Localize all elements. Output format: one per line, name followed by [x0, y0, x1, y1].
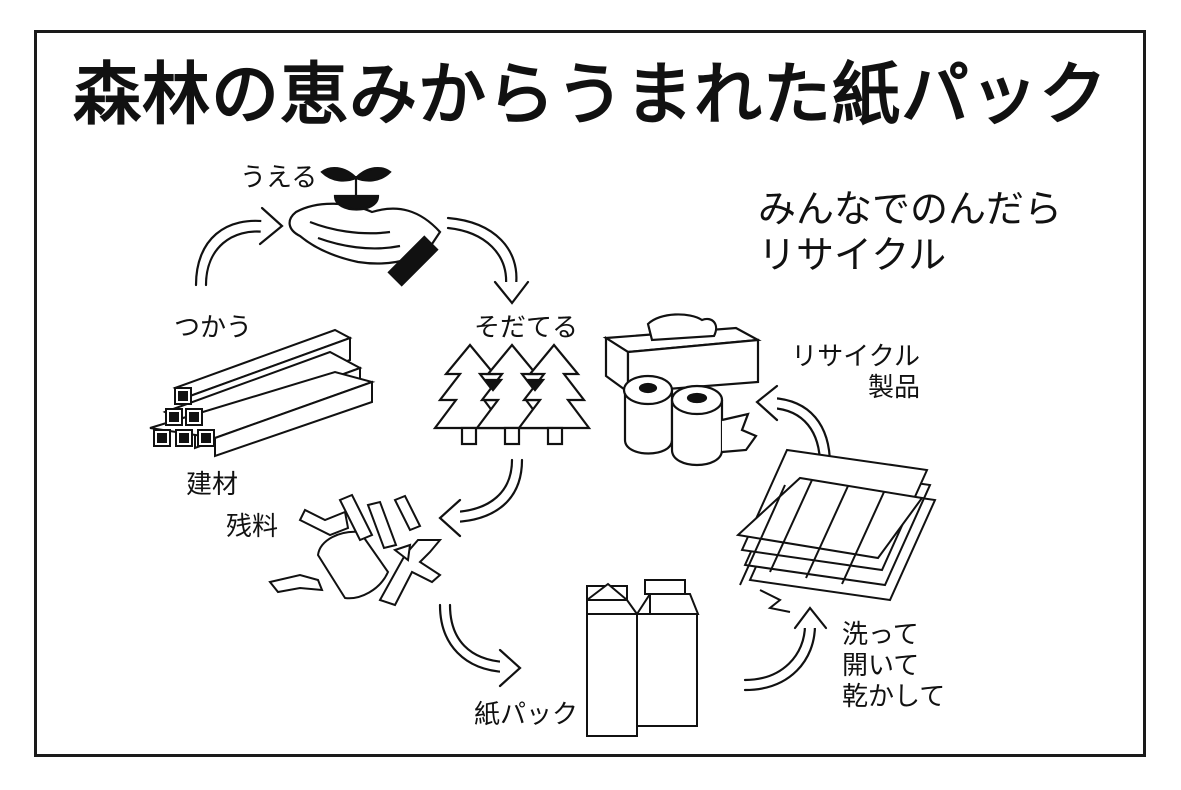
- slogan-line-1: みんなでのんだら: [758, 187, 1063, 231]
- label-recycled-line-2: 製品: [867, 373, 920, 404]
- sprout-in-hand-icon: [288, 166, 442, 287]
- label-recycled-products: リサイクル 製品: [780, 342, 920, 404]
- page-title: 森林の恵みからうまれた紙パック: [72, 56, 1108, 135]
- arrow-grow-to-scraps-icon: [438, 458, 524, 538]
- label-process-line-3: 乾かして: [842, 682, 946, 713]
- label-scraps: 残料: [226, 512, 279, 542]
- slogan: みんなでのんだら リサイクル: [758, 186, 1062, 279]
- arrow-scraps-to-carton-icon: [438, 603, 522, 688]
- label-process: 洗って 開いて 乾かして: [842, 620, 945, 714]
- label-process-line-2: 開いて: [842, 651, 920, 682]
- label-grow: そだてる: [474, 313, 579, 343]
- label-recycled-line-1: リサイクル: [791, 342, 920, 372]
- label-process-line-1: 洗って: [842, 620, 919, 650]
- label-use: つかう: [174, 313, 253, 343]
- arrow-sheets-to-products-icon: [755, 384, 832, 467]
- label-lumber: 建材: [186, 470, 239, 500]
- lumber-stack-icon: [149, 328, 376, 458]
- slogan-line-2: リサイクル: [758, 233, 947, 278]
- label-plant: うえる: [240, 163, 318, 193]
- arrow-plant-to-grow-icon: [446, 216, 530, 305]
- recycled-products-icon: [602, 313, 762, 467]
- trees-icon: [432, 343, 592, 446]
- carton-sheets-icon: [735, 448, 937, 613]
- scrap-wood-icon: [268, 493, 443, 607]
- border-frame: [34, 30, 1146, 757]
- arrow-use-to-plant-icon: [194, 206, 284, 287]
- milk-cartons-icon: [586, 579, 700, 737]
- arrow-carton-to-sheets-icon: [743, 606, 828, 692]
- label-carton: 紙パック: [474, 700, 579, 730]
